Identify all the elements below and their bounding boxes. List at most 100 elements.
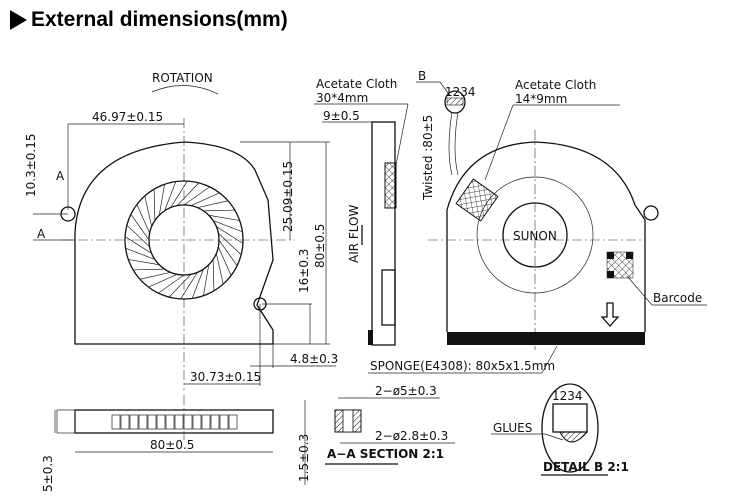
sponge-label: SPONGE(E4308): 80x5x1.5mm xyxy=(370,359,555,373)
dim-80-length: 80±0.5 xyxy=(150,438,194,452)
blade xyxy=(125,247,156,260)
section-aa: 2−ø5±0.3 2−ø2.8±0.3 1.5±0.3 A−A SECTION … xyxy=(297,384,455,485)
blade xyxy=(197,200,229,209)
section-mark-a-bottom: A xyxy=(37,227,46,241)
side-acetate-cloth xyxy=(384,162,397,209)
vent-slot xyxy=(147,414,157,430)
fan-housing-outline xyxy=(74,141,274,345)
detail-ellipse xyxy=(541,383,599,473)
twisted-cable xyxy=(448,111,459,176)
vent-slot xyxy=(192,414,202,430)
blade xyxy=(139,271,171,280)
vent-slot xyxy=(228,414,238,430)
section-mark-a-top: A xyxy=(56,169,65,183)
blade xyxy=(168,274,192,298)
bottom-view: 80±0.5 5±0.3 xyxy=(41,395,274,492)
blade xyxy=(203,209,235,212)
detail-b: 1234 GLUES DETAIL B 2:1 xyxy=(491,383,629,476)
front-view: ROTATION 46.97±0.15 10.3±0.15 A A 25.09±… xyxy=(24,71,338,390)
blade xyxy=(218,246,232,276)
connector-pins: 1234 xyxy=(445,85,476,99)
dim-inner-diameter: 2−ø2.8±0.3 xyxy=(375,429,448,443)
dim-46-97: 46.97±0.15 xyxy=(92,110,163,124)
blade xyxy=(176,182,200,206)
vent-slot xyxy=(183,414,193,430)
blade xyxy=(126,224,150,248)
vent-slot xyxy=(201,414,211,430)
dim-4-8: 4.8±0.3 xyxy=(290,352,338,366)
detail-pins: 1234 xyxy=(552,389,583,403)
vent-slot xyxy=(210,414,220,430)
rear-mount-tab xyxy=(643,205,659,221)
vent-slot xyxy=(120,414,130,430)
dim-1-5: 1.5±0.3 xyxy=(297,434,311,482)
vent-slot xyxy=(138,414,148,430)
vent-slot xyxy=(219,414,229,430)
blade xyxy=(218,239,238,266)
impeller-blades xyxy=(124,180,244,300)
blade xyxy=(170,180,188,208)
dim-9: 9±0.5 xyxy=(323,109,360,123)
blade xyxy=(208,214,240,221)
airflow-label: AIR FLOW xyxy=(347,204,361,263)
rear-cloth-size: 14*9mm xyxy=(515,92,567,106)
blade xyxy=(203,264,210,296)
blade xyxy=(180,272,198,300)
blade xyxy=(144,195,153,227)
rear-cloth-label: Acetate Cloth xyxy=(515,78,596,92)
detail-caption: DETAIL B 2:1 xyxy=(543,460,629,474)
dim-5: 5±0.3 xyxy=(41,455,55,492)
blade xyxy=(124,236,152,254)
detail-b-ref: B xyxy=(418,69,426,83)
blade xyxy=(216,226,244,244)
vent-slot xyxy=(156,414,166,430)
section-heading: External dimensions(mm) xyxy=(10,8,288,32)
vent-slot xyxy=(165,414,175,430)
blade xyxy=(212,259,215,291)
dim-10-3: 10.3±0.15 xyxy=(24,134,38,198)
dim-16: 16±0.3 xyxy=(297,249,311,293)
cable-length-label: Twisted :80±5 xyxy=(421,115,435,201)
connector xyxy=(444,90,466,114)
barcode-label: Barcode xyxy=(653,291,702,305)
airflow-down-arrow-icon xyxy=(600,302,620,327)
blade xyxy=(183,186,210,206)
blade xyxy=(158,184,165,216)
section-caption: A−A SECTION 2:1 xyxy=(327,447,444,461)
barcode-icon xyxy=(606,251,634,279)
rear-view: B 1234 Twisted :80±5 Acetate Cloth 14*9m… xyxy=(368,69,707,374)
blade xyxy=(148,274,178,288)
glues-label: GLUES xyxy=(493,421,532,435)
brand-label: SUNON xyxy=(513,229,557,243)
blade xyxy=(218,232,242,256)
blade xyxy=(190,192,220,206)
rear-housing-outline xyxy=(446,141,646,332)
dim-25-09: 25.09±0.15 xyxy=(281,161,295,232)
rotation-label: ROTATION xyxy=(152,71,213,85)
sponge-strip xyxy=(447,332,645,345)
vent-slot xyxy=(111,414,121,430)
section-title: External dimensions(mm) xyxy=(31,8,288,31)
dim-30-73: 30.73±0.15 xyxy=(190,370,261,384)
rotation-arrow-icon xyxy=(151,85,219,95)
triangle-bullet-icon xyxy=(10,10,27,30)
vent-slot xyxy=(129,414,139,430)
rear-acetate-cloth xyxy=(455,178,499,222)
blade xyxy=(158,274,185,294)
side-view: Acetate Cloth 30*4mm 9±0.5 AIR FLOW xyxy=(314,77,409,346)
vent-slot xyxy=(174,414,184,430)
side-housing xyxy=(371,121,396,346)
blade xyxy=(212,220,243,233)
blade xyxy=(130,214,150,241)
dim-outer-diameter: 2−ø5±0.3 xyxy=(375,384,437,398)
blade xyxy=(128,259,160,266)
blade xyxy=(153,189,156,221)
blade xyxy=(215,253,224,285)
blade xyxy=(133,268,165,271)
blade xyxy=(136,204,150,234)
side-cloth-label: Acetate Cloth xyxy=(316,77,397,91)
side-cloth-size: 30*4mm xyxy=(316,91,368,105)
dim-80-height: 80±0.5 xyxy=(313,224,327,268)
detail-connector xyxy=(552,403,588,433)
